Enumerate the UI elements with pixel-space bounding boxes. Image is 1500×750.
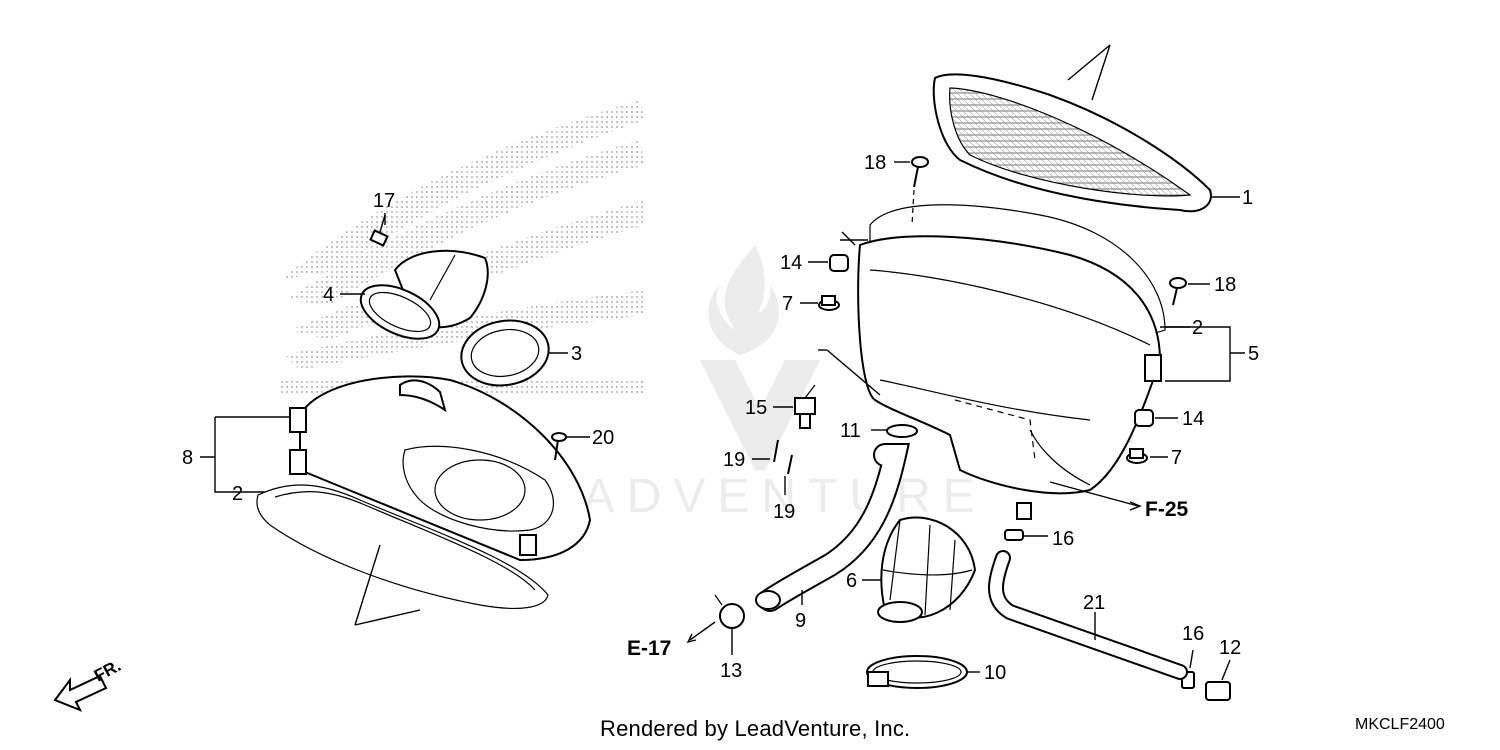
part-10-band-clamp xyxy=(866,655,968,689)
part-7-collar-right xyxy=(1126,448,1148,464)
part-label-9: 9 xyxy=(795,610,806,632)
part-17-bolt xyxy=(369,214,389,247)
part-label-15: 15 xyxy=(745,397,767,419)
part-8-lower-case xyxy=(289,375,592,562)
part-label-18-right: 18 xyxy=(1214,274,1236,296)
part-label-19-left: 19 xyxy=(723,449,745,471)
part-label-2-left: 2 xyxy=(232,483,243,505)
part-label-14-right: 14 xyxy=(1182,408,1204,430)
part-5-upper-case xyxy=(857,235,1162,495)
part-label-1: 1 xyxy=(1242,187,1253,209)
case-drain-outlet xyxy=(1016,502,1032,520)
rendered-by-text: Rendered by LeadVenture, Inc. xyxy=(600,716,911,741)
part-label-21: 21 xyxy=(1083,592,1105,614)
front-arrow-icon xyxy=(53,674,108,712)
part-label-6: 6 xyxy=(846,570,857,592)
part-label-7-right: 7 xyxy=(1171,447,1182,469)
part-label-19-lower: 19 xyxy=(773,501,795,523)
reference-e17[interactable]: E-17 xyxy=(627,637,671,660)
part-1-air-filter xyxy=(932,73,1212,213)
part-12-cap xyxy=(1205,681,1231,701)
part-15-sensor xyxy=(794,384,816,429)
part-label-13: 13 xyxy=(720,660,742,682)
part-14-grommet-right xyxy=(1134,409,1154,427)
part-3-seal-ring xyxy=(460,319,550,387)
part-14-grommet-left xyxy=(829,254,849,272)
part-label-12: 12 xyxy=(1219,637,1241,659)
part-label-10: 10 xyxy=(984,662,1006,684)
part-label-11: 11 xyxy=(840,420,861,442)
part-label-5: 5 xyxy=(1248,343,1259,365)
part-18-screw-top xyxy=(911,156,929,226)
part-label-16-upper: 16 xyxy=(1052,528,1074,550)
watermark-flame-icon xyxy=(708,245,779,355)
part-label-20: 20 xyxy=(592,427,614,449)
part-label-18-top: 18 xyxy=(864,152,886,174)
view-arrow-lower xyxy=(354,544,421,626)
part-6-intake-funnel xyxy=(877,516,977,623)
part-2-gasket-left xyxy=(256,484,549,610)
diagram-code: MKCLF2400 xyxy=(1355,716,1445,733)
part-label-4: 4 xyxy=(323,284,334,306)
part-label-2-right: 2 xyxy=(1192,317,1203,339)
part-11-clip xyxy=(886,424,918,438)
reference-f25[interactable]: F-25 xyxy=(1145,498,1189,521)
part-21-drain-tube xyxy=(988,550,1188,680)
part-4-intake-duct xyxy=(359,249,489,340)
part-9-breather-tube xyxy=(755,443,910,612)
part-7-collar-left xyxy=(818,295,840,311)
view-arrow-upper xyxy=(1067,44,1111,101)
part-label-7-left: 7 xyxy=(782,293,793,315)
watermark-v-icon xyxy=(700,360,820,470)
part-label-16-lower: 16 xyxy=(1182,623,1204,645)
part-18-screw-right xyxy=(1169,277,1187,306)
part-19-bolts xyxy=(773,439,793,475)
part-labels: 1 2 2 3 4 5 6 7 7 8 9 10 11 12 13 14 14 … xyxy=(182,152,1259,684)
front-direction-arrow: FR. xyxy=(53,656,124,712)
wing-emblem-shading xyxy=(280,100,645,395)
part-label-14-left: 14 xyxy=(780,252,802,274)
part-label-8: 8 xyxy=(182,447,193,469)
part-label-17: 17 xyxy=(373,190,395,212)
part-label-3: 3 xyxy=(571,343,582,365)
part-13-clamp xyxy=(714,594,745,629)
part-16-plug-upper xyxy=(1004,529,1024,541)
leader-lines xyxy=(200,161,1245,681)
